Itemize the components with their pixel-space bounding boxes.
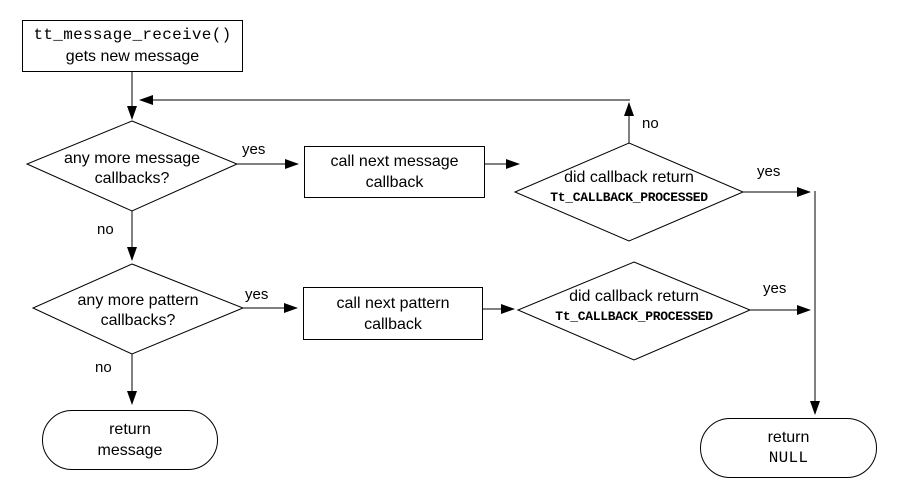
edge-label-pattern-decision-yes: yes xyxy=(245,286,269,303)
label-pattern-check: did callback return Tt_CALLBACK_PROCESSE… xyxy=(518,287,750,324)
edge-label-message-decision-no: no xyxy=(97,221,114,238)
node-start: tt_message_receive() gets new message xyxy=(22,20,243,72)
node-pattern-call-line1: call next pattern xyxy=(336,294,450,312)
node-pattern-call-line2: callback xyxy=(364,315,422,333)
decision-message-callback-processed xyxy=(513,142,745,242)
edge-label-pattern-decision-no: no xyxy=(95,359,112,376)
node-call-next-pattern-callback: call next pattern callback xyxy=(303,287,483,340)
node-start-line2: gets new message xyxy=(65,48,200,65)
label-pattern-decision-line2: callbacks? xyxy=(100,312,176,329)
node-return-message: return message xyxy=(42,410,218,470)
label-message-decision: any more message callbacks? xyxy=(27,149,237,189)
edge-label-message-check-yes: yes xyxy=(757,163,781,180)
node-message-call-line1: call next message xyxy=(330,153,459,170)
edge-label-message-decision-yes: yes xyxy=(242,141,266,158)
node-return-message-line2: message xyxy=(97,442,163,459)
edge-label-message-check-no: no xyxy=(642,115,659,132)
label-pattern-check-line2: Tt_CALLBACK_PROCESSED xyxy=(555,309,713,324)
edge-label-pattern-check-yes: yes xyxy=(763,280,787,297)
node-message-call-line2: callback xyxy=(365,174,424,191)
label-message-decision-line1: any more message xyxy=(63,150,201,167)
decision-pattern-callback-processed xyxy=(516,261,752,361)
label-message-check-line2: Tt_CALLBACK_PROCESSED xyxy=(550,190,708,205)
label-message-check-line1: did callback return xyxy=(564,169,694,186)
label-pattern-check-line1: did callback return xyxy=(569,288,699,305)
node-call-next-message-callback: call next message callback xyxy=(304,146,485,198)
node-start-line1: tt_message_receive() xyxy=(33,26,232,44)
label-message-decision-line2: callbacks? xyxy=(94,170,170,187)
node-return-null-line1: return xyxy=(767,429,810,446)
node-return-message-line1: return xyxy=(109,421,151,438)
node-return-null-line2: NULL xyxy=(768,449,809,467)
label-message-check: did callback return Tt_CALLBACK_PROCESSE… xyxy=(515,168,743,205)
label-pattern-decision: any more pattern callbacks? xyxy=(33,291,243,331)
node-return-null: return NULL xyxy=(700,418,877,478)
label-pattern-decision-line1: any more pattern xyxy=(77,292,199,309)
